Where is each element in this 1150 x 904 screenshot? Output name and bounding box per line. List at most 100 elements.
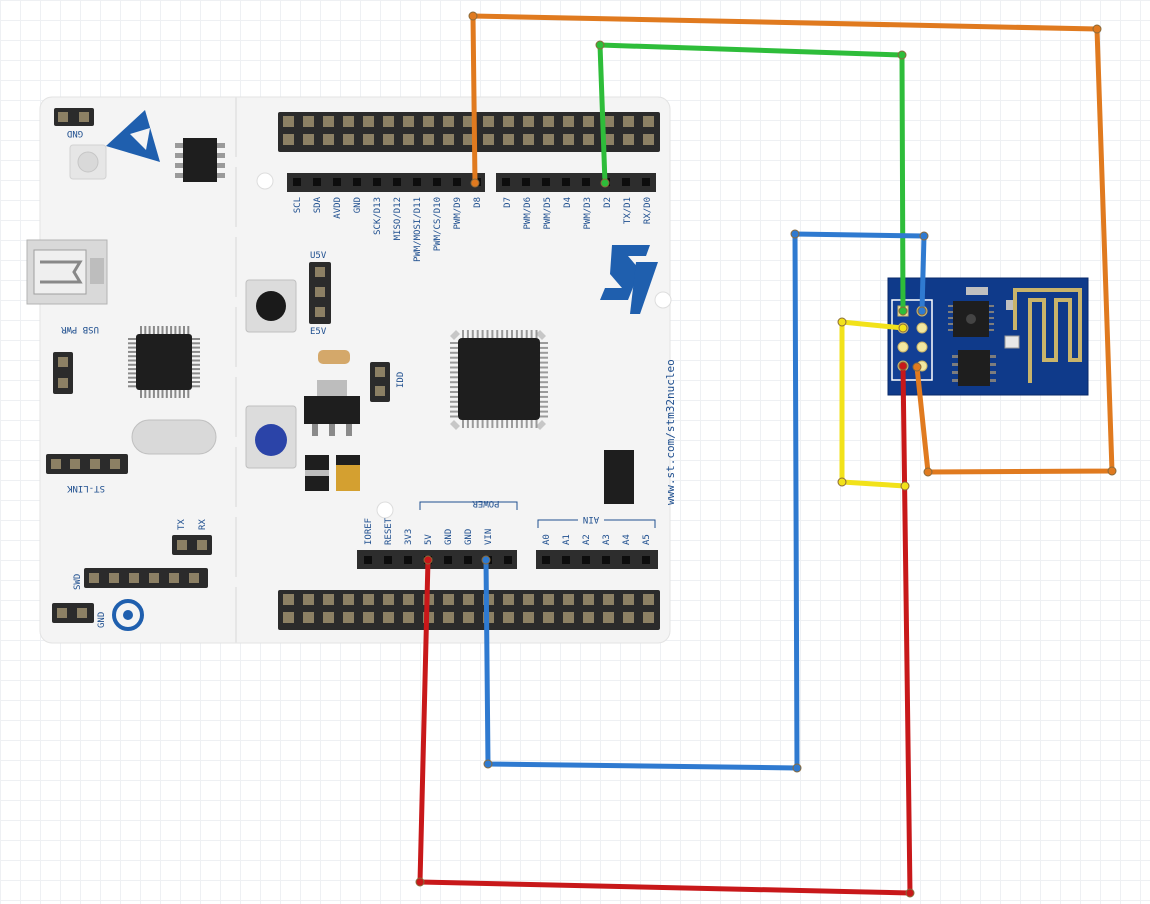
wire-endpoint[interactable] [790,229,800,239]
pin-label: PWM/D3 [583,197,593,230]
wire-endpoint[interactable] [923,467,933,477]
wire-yellow[interactable] [839,319,906,489]
morpho-pin [323,594,334,605]
pin-label: GND [444,529,454,545]
user-button[interactable] [245,405,297,469]
morpho-pin [363,134,374,145]
rx-label: RX [198,519,208,530]
morpho-pin [483,116,494,127]
morpho-pin [283,134,294,145]
header-pin [333,178,341,186]
morpho-pin [423,116,434,127]
wire-orange[interactable] [470,13,1115,475]
morpho-pin [623,134,634,145]
morpho-pin [543,116,554,127]
morpho-header-top [278,112,660,152]
morpho-pin [323,134,334,145]
wire-endpoint[interactable] [423,555,433,565]
header-pin [373,178,381,186]
wire-endpoint[interactable] [898,361,908,371]
arduino-header-analog [536,550,658,569]
morpho-pin [523,134,534,145]
morpho-pin [443,116,454,127]
header-pin [444,556,452,564]
morpho-pin [523,594,534,605]
header-pin [582,556,590,564]
wire-endpoint[interactable] [898,323,908,333]
wire-endpoint[interactable] [837,317,847,327]
wire-endpoint[interactable] [481,555,491,565]
morpho-pin [323,612,334,623]
header-pin [433,178,441,186]
morpho-pin [643,116,654,127]
pin-label: PWM/MOSI/D11 [413,197,423,262]
morpho-pin [643,594,654,605]
header-pin [504,556,512,564]
url-text: www.st.com/stm32nucleo [664,359,677,505]
morpho-pin [343,594,354,605]
reset-button[interactable] [245,279,297,333]
header-pin [562,178,570,186]
power-label: POWER [472,498,500,508]
morpho-pin [583,594,594,605]
wire-endpoint[interactable] [898,306,908,316]
morpho-pin [623,612,634,623]
morpho-pin [383,594,394,605]
wire-endpoint[interactable] [905,888,915,898]
morpho-pin [343,134,354,145]
morpho-pin [463,612,474,623]
morpho-pin [383,612,394,623]
morpho-pin [503,612,514,623]
pin-label: A3 [602,534,612,545]
morpho-pin [603,612,614,623]
component-block [604,450,634,504]
e5v-label: E5V [310,327,327,337]
wire-endpoint[interactable] [792,763,802,773]
pin-label: TX/D1 [623,197,633,224]
morpho-pin [543,134,554,145]
wire-blue[interactable] [483,231,927,771]
wire-endpoint[interactable] [415,877,425,887]
led-icon [1004,335,1020,349]
morpho-pin [303,116,314,127]
wire-endpoint[interactable] [837,477,847,487]
wire-endpoint[interactable] [897,50,907,60]
voltage-regulator [304,380,360,436]
pin-label: SCK/D13 [373,197,383,235]
wire-endpoint[interactable] [468,11,478,21]
morpho-pin [523,612,534,623]
pin-label: A0 [542,534,552,545]
arduino-header-digital-left [287,173,485,192]
header-pin [364,556,372,564]
wire-endpoint[interactable] [1092,24,1102,34]
wire-endpoint[interactable] [919,231,929,241]
wire-endpoint[interactable] [470,178,480,188]
header-pin [464,556,472,564]
capacitor-small [318,350,350,364]
gnd-top-label: GND [67,128,83,138]
morpho-pin [503,134,514,145]
wire-endpoint[interactable] [917,306,927,316]
power-bracket: POWER [419,498,518,510]
swd-label: SWD [73,574,83,590]
wire-endpoint[interactable] [600,178,610,188]
wire-endpoint[interactable] [900,481,910,491]
wire-red[interactable] [417,365,913,896]
gnd-bottom-label: GND [97,612,107,628]
morpho-pin [643,134,654,145]
usb-pwr-label: USB PWR [60,324,99,334]
wire-endpoint[interactable] [483,759,493,769]
pin-label: PWM/D5 [543,197,553,230]
wire-green[interactable] [597,42,906,312]
wire-endpoint[interactable] [1107,466,1117,476]
wire-endpoint[interactable] [912,362,922,372]
arduino-header-digital-right [496,173,656,192]
u5v-label: U5V [310,251,327,261]
wire-endpoint[interactable] [595,40,605,50]
